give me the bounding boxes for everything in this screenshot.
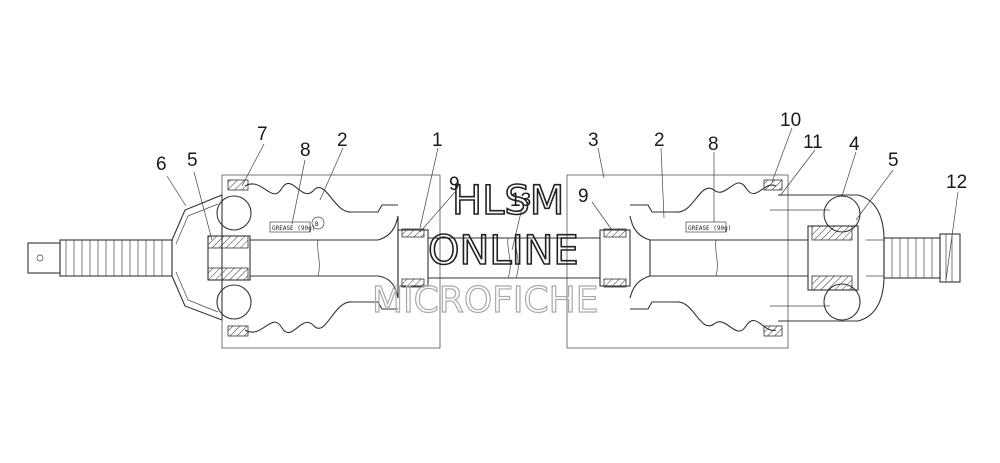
left-boot-kit-box xyxy=(221,174,441,349)
right-grease-label: GREASE (90g) xyxy=(688,225,731,232)
callout-2-right: 2 xyxy=(654,130,665,151)
right-boot-kit-box xyxy=(566,174,789,349)
callout-8-right: 8 xyxy=(708,134,719,155)
callout-7: 7 xyxy=(257,124,268,145)
callout-1: 1 xyxy=(432,130,443,151)
callout-6: 6 xyxy=(156,154,167,175)
left-cv-housing xyxy=(171,194,252,321)
callout-12: 12 xyxy=(946,172,967,193)
right-boot: GREASE (90g) xyxy=(630,179,783,337)
callout-9-left: 9 xyxy=(449,174,460,195)
callout-3: 3 xyxy=(588,130,599,151)
callout-10: 10 xyxy=(780,110,801,131)
callout-13: 13 xyxy=(510,190,531,211)
callout-11: 11 xyxy=(803,132,823,153)
left-boot: GREASE (90g) B xyxy=(227,179,398,337)
right-cv-housing xyxy=(770,194,885,322)
callout-4: 4 xyxy=(849,134,860,155)
central-shaft xyxy=(250,215,808,299)
callouts: 1 2 2 3 4 5 5 6 7 8 8 9 9 10 11 12 13 xyxy=(156,110,967,211)
left-splined-stub xyxy=(27,239,173,277)
callout-8-left: 8 xyxy=(300,140,311,161)
callout-5-right: 5 xyxy=(888,150,899,171)
right-splined-stub xyxy=(883,233,961,283)
watermark-microfiche: MICROFICHE xyxy=(372,280,598,321)
mark-b: B xyxy=(315,221,319,228)
watermark-hlsm: HLSM xyxy=(452,178,564,224)
callout-2-left: 2 xyxy=(337,130,348,151)
callout-5-left: 5 xyxy=(187,150,198,171)
watermark-online: ONLINE xyxy=(428,228,579,274)
leader-lines xyxy=(166,127,959,281)
callout-9-right: 9 xyxy=(578,186,589,207)
left-grease-label: GREASE (90g) xyxy=(272,225,315,232)
watermark: HLSM ONLINE MICROFICHE xyxy=(371,177,599,321)
